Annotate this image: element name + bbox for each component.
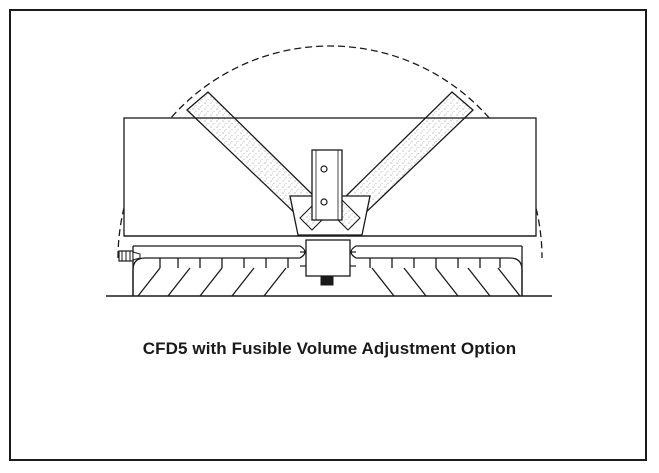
adjustment-block <box>305 239 351 277</box>
link-rivet-top <box>320 165 328 173</box>
adjustment-screw <box>320 275 334 286</box>
link-rivet-bottom <box>320 198 328 206</box>
left-louvers <box>137 258 289 297</box>
right-flange <box>350 245 523 296</box>
side-bolt <box>118 250 141 262</box>
fusible-link <box>311 149 343 221</box>
right-louvers <box>369 258 521 297</box>
figure-caption: CFD5 with Fusible Volume Adjustment Opti… <box>142 339 517 358</box>
